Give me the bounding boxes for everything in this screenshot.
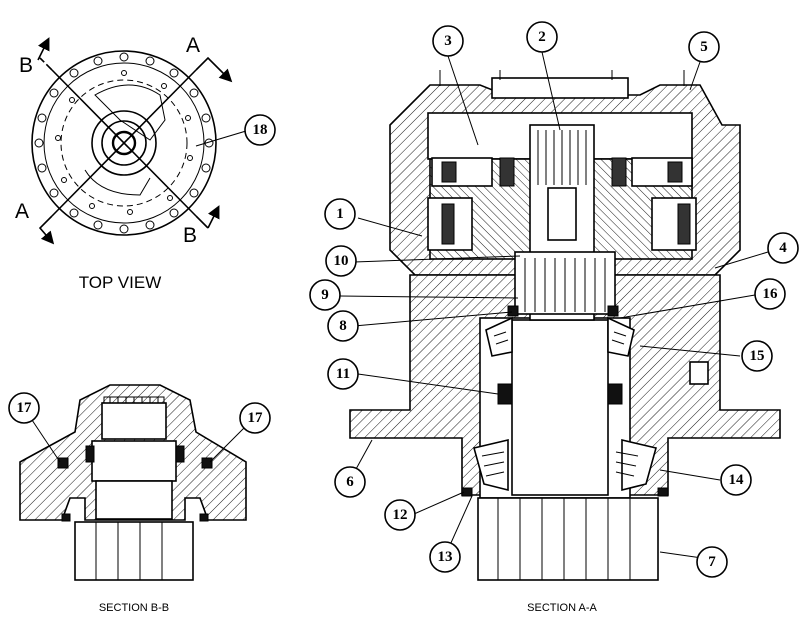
leader-lines [23, 51, 769, 561]
section-bb-drawing [19, 384, 247, 581]
callout-4: 4 [767, 232, 799, 264]
section-bb-label: SECTION B-B [99, 602, 169, 614]
callout-9: 9 [309, 279, 341, 311]
section-marker-a-top: A [186, 34, 200, 57]
callout-7-text: 7 [708, 554, 716, 570]
callout-11-text: 11 [336, 366, 350, 382]
callout-11: 11 [327, 358, 359, 390]
callout-4-text: 4 [779, 240, 787, 256]
section-marker-a-bottom: A [15, 200, 29, 223]
callout-18-text: 18 [253, 122, 268, 138]
callout-17-left-text: 17 [17, 400, 33, 416]
callout-8: 8 [327, 310, 359, 342]
callout-16: 16 [754, 278, 786, 310]
callout-2: 2 [526, 21, 558, 53]
callout-3: 3 [432, 25, 464, 57]
callout-16-text: 16 [763, 286, 779, 302]
callout-10: 10 [325, 245, 357, 277]
callout-3-text: 3 [444, 33, 452, 49]
callout-15-text: 15 [750, 348, 765, 364]
section-aa-drawing [349, 70, 781, 581]
top-view-label: TOP VIEW [79, 273, 162, 292]
callout-18: 18 [244, 114, 276, 146]
section-marker-b-top: B [19, 54, 33, 77]
callout-14: 14 [720, 464, 752, 496]
callout-6: 6 [334, 466, 366, 498]
callout-1-text: 1 [336, 206, 344, 222]
callout-5: 5 [688, 31, 720, 63]
callout-13-text: 13 [438, 549, 453, 565]
callout-12-text: 12 [393, 507, 408, 523]
section-aa-label: SECTION A-A [527, 602, 597, 614]
callout-12: 12 [384, 499, 416, 531]
callout-13: 13 [429, 541, 461, 573]
callout-1: 1 [324, 198, 356, 230]
section-marker-b-bottom: B [183, 224, 197, 247]
callout-2-text: 2 [538, 29, 546, 45]
callout-5-text: 5 [700, 39, 708, 55]
callout-17-right: 17 [239, 402, 271, 434]
callout-9-text: 9 [321, 287, 329, 303]
callout-7: 7 [696, 546, 728, 578]
callout-17-left: 17 [8, 392, 40, 424]
callout-14-text: 14 [729, 472, 745, 488]
callout-6-text: 6 [346, 474, 354, 490]
top-view-drawing [31, 37, 233, 245]
callout-8-text: 8 [339, 318, 347, 334]
callout-15: 15 [741, 340, 773, 372]
callout-17-right-text: 17 [248, 410, 264, 426]
callout-10-text: 10 [334, 253, 349, 269]
